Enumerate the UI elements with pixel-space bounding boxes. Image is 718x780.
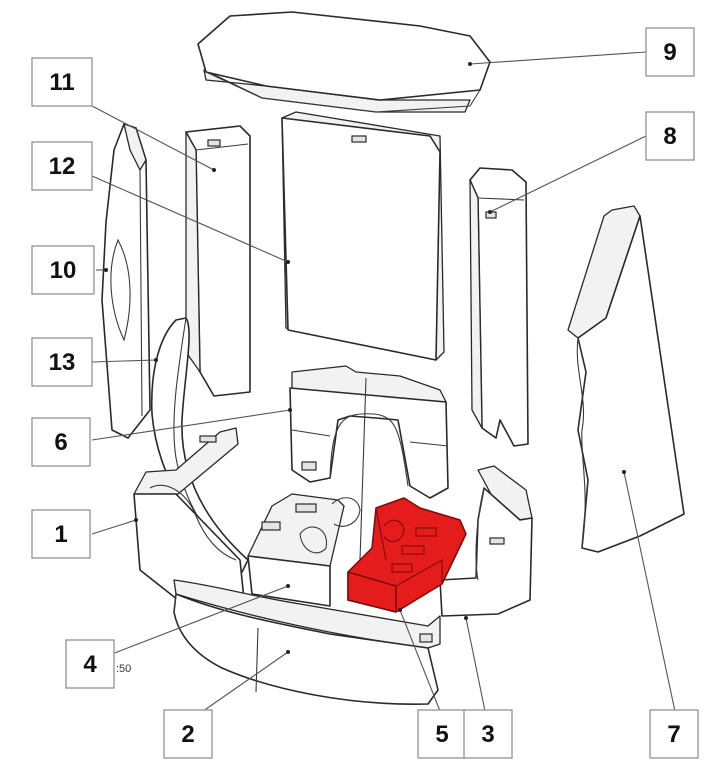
part-6-rear-block	[289, 365, 449, 561]
part-7-right-side-panel	[567, 205, 685, 553]
part-10-left-rear-panel	[101, 123, 151, 439]
callout-5-label: 5	[435, 721, 448, 748]
callout-3-label: 3	[481, 721, 494, 748]
callout-6: 6	[31, 417, 91, 467]
part-2-front-base	[173, 579, 441, 705]
part-8-right-column	[469, 167, 529, 447]
callout-12-label: 12	[49, 153, 76, 180]
callout-2-label: 2	[181, 721, 194, 748]
callout-9: 9	[645, 27, 695, 77]
leader-dots	[104, 62, 626, 654]
callout-6-label: 6	[54, 429, 67, 456]
callout-5: 5	[417, 709, 467, 759]
callout-8-label: 8	[663, 123, 676, 150]
callout-4-label: 4	[83, 651, 97, 678]
part-12-back-plate	[281, 111, 445, 361]
callout-10: 10	[31, 245, 95, 295]
callout-9-label: 9	[663, 39, 676, 66]
callout-7-label: 7	[667, 721, 680, 748]
callout-7: 7	[649, 709, 699, 759]
callout-1-label: 1	[54, 521, 67, 548]
callout-4: 4	[65, 639, 115, 689]
leader-lines	[91, 51, 677, 717]
part-5-highlighted-block	[347, 497, 467, 613]
part-3-right-base	[439, 465, 533, 617]
callout-10-label: 10	[50, 257, 77, 284]
callout-1: 1	[31, 509, 91, 559]
part-4-floor-block	[247, 493, 361, 607]
part-9-top-plate	[197, 11, 491, 113]
callout-11: 11	[31, 57, 93, 107]
part-11-left-column	[185, 125, 251, 397]
callout-13: 13	[31, 337, 93, 387]
callout-8: 8	[645, 111, 695, 161]
callout-3: 3	[463, 709, 513, 759]
callout-12: 12	[31, 141, 93, 191]
callout-13-label: 13	[49, 349, 76, 376]
scale-label: :50	[116, 663, 131, 675]
part-1-left-base	[133, 427, 245, 601]
callout-2: 2	[163, 709, 213, 759]
callout-11-label: 11	[49, 69, 74, 96]
